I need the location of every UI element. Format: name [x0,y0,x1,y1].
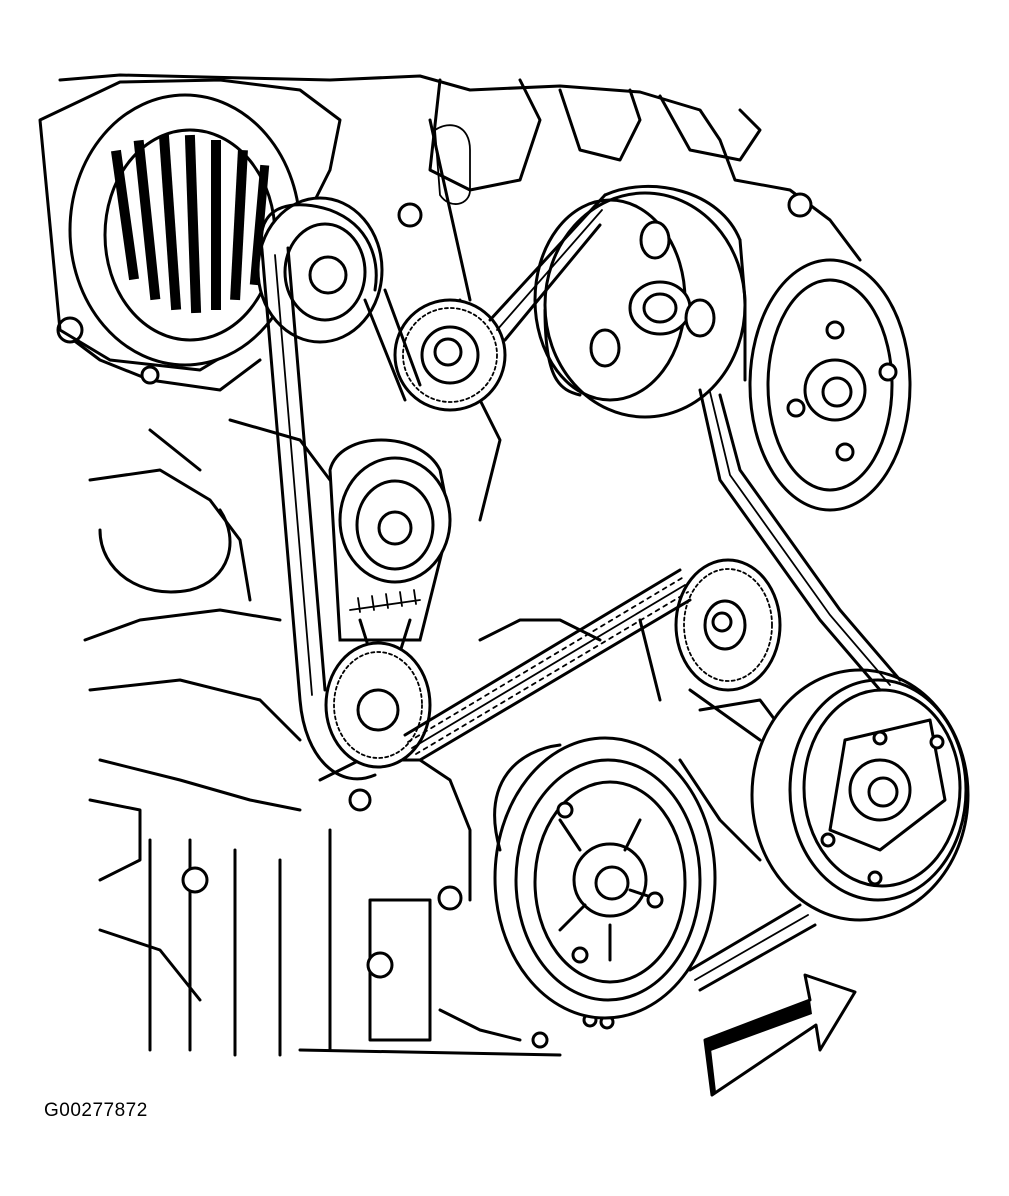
belt-tensioner [328,438,452,702]
arrow-front-right-icon [703,973,857,1097]
water-pump-pulley [748,258,912,512]
lower-idler-pulley [324,641,432,769]
drive-belt [259,184,902,992]
ac-compressor-pulley [750,668,970,922]
generator [38,78,384,372]
right-idler-pulley [674,558,782,692]
upper-idler-pulley [393,298,507,412]
figure-id-label: G00277872 [44,1100,148,1121]
engine-block-outline [56,73,862,1057]
crankshaft-pulley [493,736,717,1020]
power-steering-pulley [533,191,747,419]
